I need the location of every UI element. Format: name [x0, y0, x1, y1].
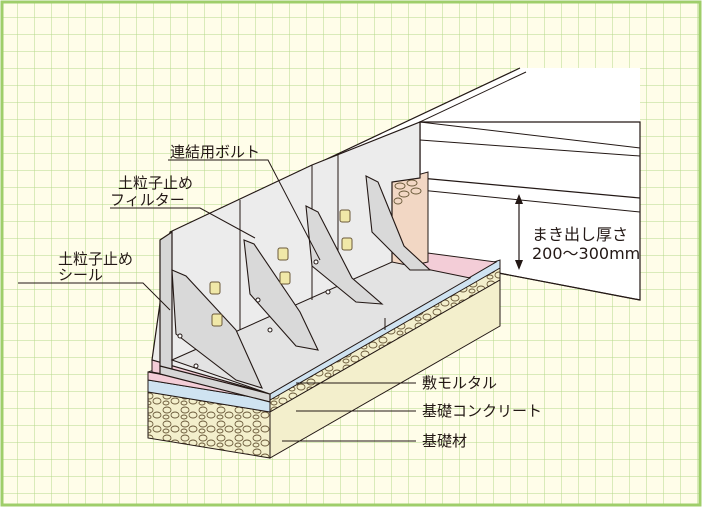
label-base-material: 基礎材 [422, 432, 467, 450]
label-height-line2: 200～300mm [532, 244, 640, 263]
leader-seal [18, 282, 171, 311]
filter-gravel [393, 179, 422, 205]
label-filter-line2: フィルター [110, 191, 185, 209]
label-seal-line2: シール [58, 266, 103, 284]
leader-filter [110, 207, 256, 239]
label-mortar: 敷モルタル [422, 374, 497, 392]
leader-lines [18, 159, 416, 442]
label-concrete: 基礎コンクリート [422, 402, 542, 420]
bolt-holes [177, 259, 331, 369]
leader-bolt [168, 159, 321, 261]
label-seal-line1: 土粒子止め [58, 250, 133, 268]
bolt-plates [209, 209, 353, 327]
height-dimension [515, 194, 523, 270]
label-bolt: 連結用ボルト [170, 143, 260, 161]
label-height-line1: まき出し厚さ [532, 225, 628, 244]
support-ribs [171, 175, 432, 389]
label-filter-line1: 土粒子止め [118, 174, 193, 192]
